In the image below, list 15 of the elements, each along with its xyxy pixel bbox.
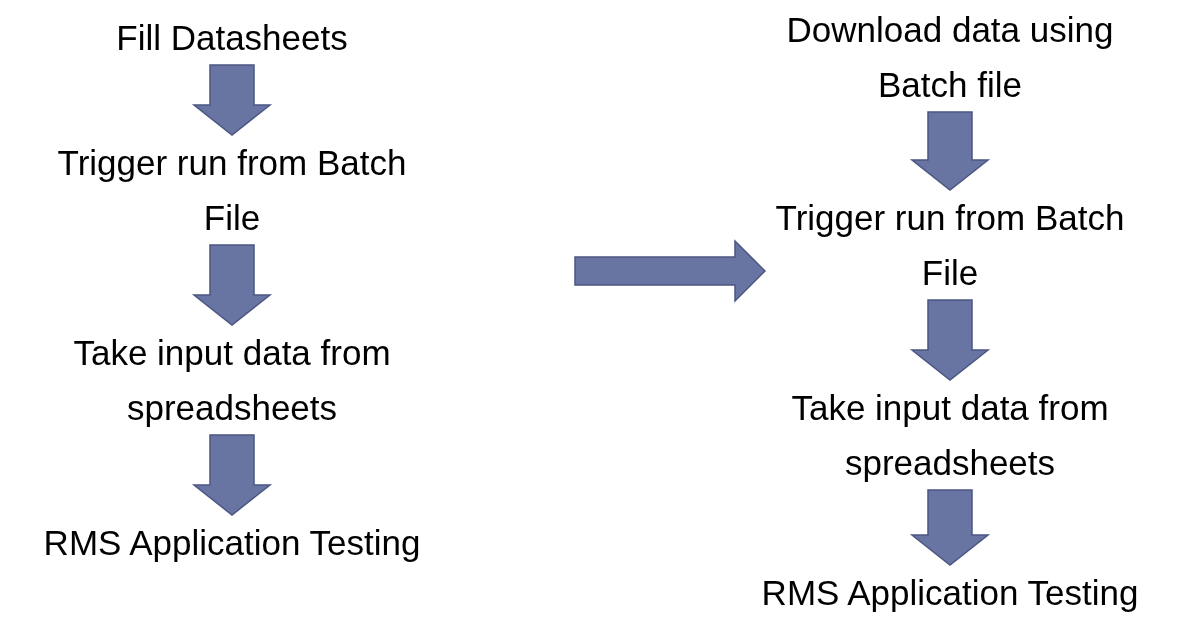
step-text: Fill Datasheets [116,17,348,59]
block-arrow [909,111,991,191]
block-arrow [574,239,767,303]
step-text: RMS Application Testing [761,572,1139,614]
step-text: Take input data from spreadsheets [790,387,1110,484]
block-arrow [191,434,273,516]
step-text: Trigger run from Batch File [774,197,1126,294]
block-arrow [191,244,273,326]
step-text: Trigger run from Batch File [56,142,408,239]
block-arrow [909,489,991,566]
block-arrow [909,299,991,381]
step-text: Take input data from spreadsheets [72,332,392,429]
step-text: RMS Application Testing [43,522,421,564]
step-text: Download data using Batch file [785,9,1115,106]
block-arrow [191,64,273,136]
